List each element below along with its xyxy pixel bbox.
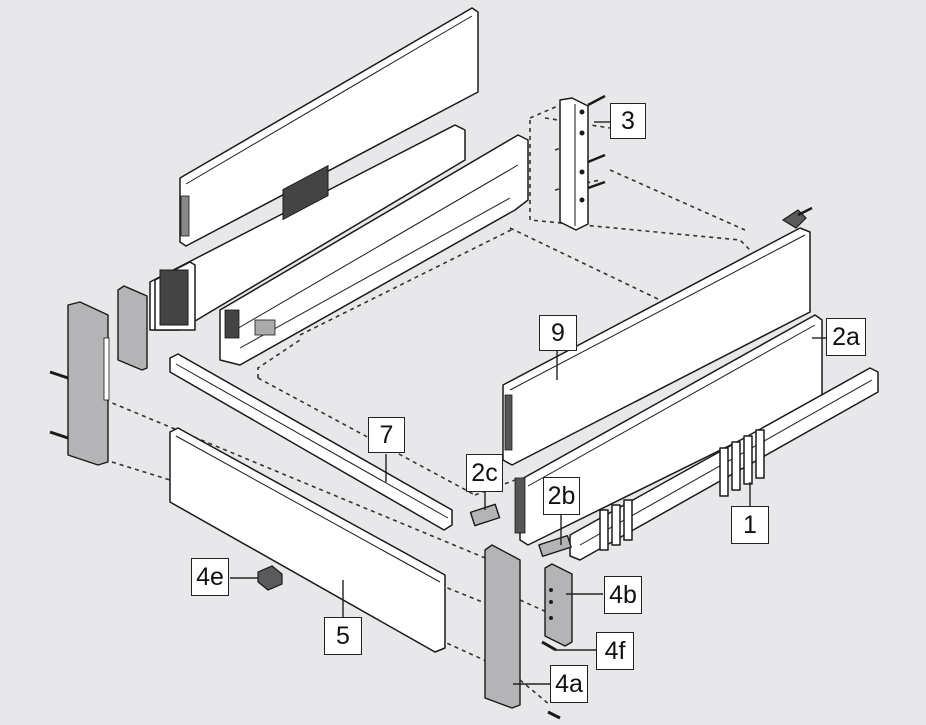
callout-4b: 4b	[604, 576, 642, 614]
callout-1: 1	[731, 506, 769, 544]
callout-9: 9	[539, 315, 577, 351]
upper-side-panel	[179, 7, 479, 247]
left-end-cap	[117, 285, 148, 371]
front-cross-panel	[169, 427, 446, 653]
left-side-runner-assembly	[149, 124, 529, 366]
assembly-guide-lines	[104, 104, 751, 706]
callout-2c: 2c	[466, 454, 503, 492]
gallery-side-panel	[502, 206, 813, 466]
cross-gallery-rail	[169, 353, 453, 531]
rear-bracket	[559, 94, 606, 231]
clip	[257, 565, 283, 591]
front-fixing-bracket	[544, 563, 573, 647]
callout-4e: 4e	[191, 558, 229, 596]
runner	[569, 367, 879, 561]
cover-cap-small	[469, 503, 501, 527]
callout-4f: 4f	[596, 632, 634, 670]
cover-cap	[538, 534, 572, 558]
runner-locking-device	[599, 429, 765, 551]
callout-4a: 4a	[550, 665, 588, 703]
callout-leaders	[230, 121, 826, 685]
callout-3: 3	[610, 103, 646, 139]
left-front-bracket	[49, 301, 110, 466]
callout-5: 5	[324, 617, 362, 655]
callout-7: 7	[368, 417, 405, 453]
screw	[541, 640, 557, 652]
callout-2b: 2b	[543, 477, 580, 515]
callout-2a: 2a	[826, 318, 866, 356]
front-panel-bracket	[484, 544, 561, 720]
